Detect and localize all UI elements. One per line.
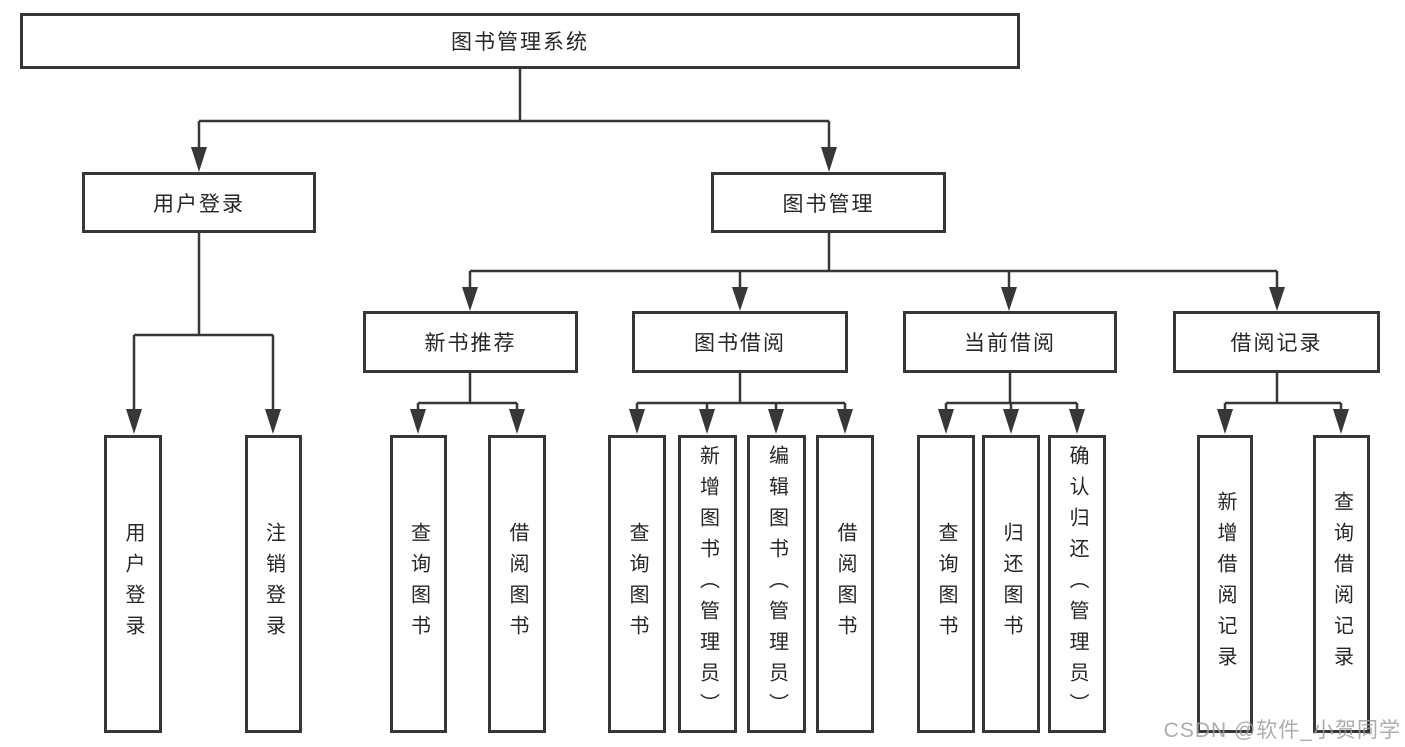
leaf-query-books-recommend-label: 查询图书 [407, 522, 430, 646]
node-book-borrow: 图书借阅 [632, 311, 848, 373]
leaf-query-borrow-record: 查询借阅记录 [1313, 435, 1370, 733]
leaf-query-borrow-record-label: 查询借阅记录 [1330, 491, 1353, 677]
leaf-borrow-books-recommend: 借阅图书 [488, 435, 546, 733]
leaf-borrow-books: 借阅图书 [816, 435, 874, 733]
leaf-logout: 注销登录 [245, 435, 302, 733]
leaf-user-login-label: 用户登录 [122, 522, 144, 646]
leaf-add-borrow-record-label: 新增借阅记录 [1214, 491, 1236, 677]
arrowheads [126, 147, 1349, 434]
leaf-edit-book-admin: 编辑图书（管理员） [747, 435, 806, 733]
leaf-return-book: 归还图书 [982, 435, 1040, 733]
node-borrow-records: 借阅记录 [1173, 311, 1380, 373]
node-new-book-recommend: 新书推荐 [363, 311, 578, 373]
watermark: CSDN @软件_小贺同学 [1163, 719, 1401, 742]
leaf-user-login: 用户登录 [104, 435, 162, 733]
node-user-login-branch: 用户登录 [82, 172, 316, 233]
leaf-return-book-label: 归还图书 [1000, 522, 1022, 646]
leaf-borrow-books-label: 借阅图书 [834, 522, 856, 646]
leaf-logout-label: 注销登录 [262, 522, 285, 646]
node-root: 图书管理系统 [20, 13, 1020, 69]
leaf-add-borrow-record: 新增借阅记录 [1197, 435, 1253, 733]
leaf-query-books-borrow: 查询图书 [608, 435, 666, 733]
leaf-add-book-admin-label: 新增图书（管理员） [696, 444, 719, 724]
leaf-confirm-return-admin: 确认归还（管理员） [1048, 435, 1106, 733]
node-book-management-branch: 图书管理 [711, 172, 946, 233]
leaf-query-books-borrow-label: 查询图书 [626, 522, 648, 646]
leaf-borrow-books-recommend-label: 借阅图书 [506, 522, 528, 646]
node-current-borrow: 当前借阅 [903, 311, 1117, 373]
leaf-query-books-current-label: 查询图书 [935, 522, 957, 646]
leaf-edit-book-admin-label: 编辑图书（管理员） [765, 444, 788, 724]
leaf-query-books-current: 查询图书 [917, 435, 975, 733]
leaf-add-book-admin: 新增图书（管理员） [678, 435, 737, 733]
leaf-query-books-recommend: 查询图书 [390, 435, 447, 733]
leaf-confirm-return-admin-label: 确认归还（管理员） [1066, 444, 1088, 724]
